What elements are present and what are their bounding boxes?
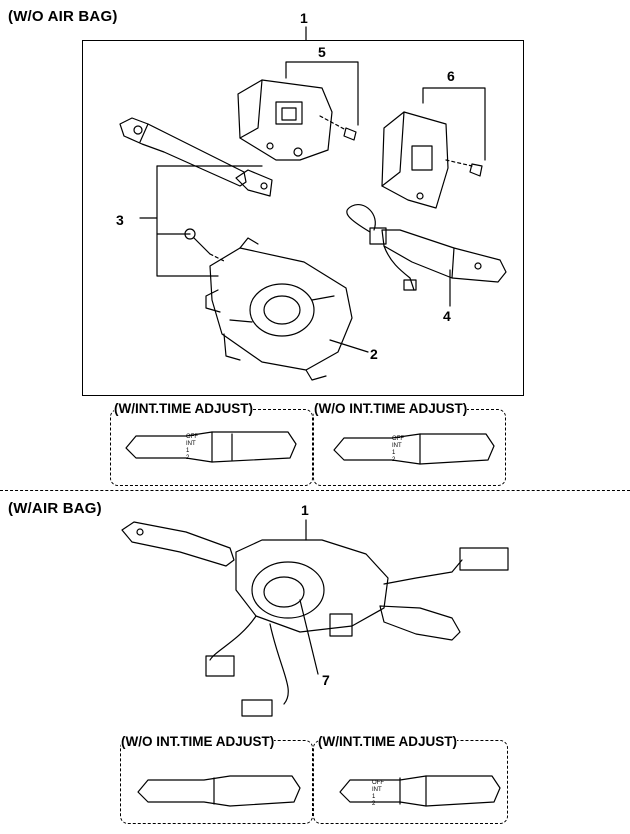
callout-5: 5 bbox=[318, 44, 326, 60]
mark-1: 1 bbox=[392, 450, 396, 456]
mark-off: OFF bbox=[372, 780, 384, 786]
combination-switch-body-part-2 bbox=[205, 237, 353, 381]
callout-2: 2 bbox=[370, 346, 378, 362]
mark-int: INT bbox=[392, 443, 402, 449]
bottom-variant-left-lever bbox=[137, 775, 301, 807]
mark-1: 1 bbox=[372, 794, 376, 800]
top-right-wiper-marks: OFF INT 1 2 bbox=[392, 436, 404, 464]
top-variant-right-lever bbox=[333, 433, 495, 465]
mark-2: 2 bbox=[372, 801, 376, 807]
mark-int: INT bbox=[186, 441, 196, 447]
light-switch-lever bbox=[119, 117, 273, 197]
mark-off: OFF bbox=[392, 436, 404, 442]
callout-6: 6 bbox=[447, 68, 455, 84]
combination-switch-with-airbag bbox=[121, 519, 509, 717]
callout-1-bottom: 1 bbox=[301, 502, 309, 518]
top-assembly-frame bbox=[82, 40, 524, 396]
bottom-variant-right-lever bbox=[339, 775, 501, 807]
top-variant-left-title: (W/INT.TIME ADJUST) bbox=[114, 401, 253, 416]
top-variant-left-lever bbox=[125, 431, 297, 463]
leader-lines-top bbox=[139, 26, 486, 353]
wiper-switch-lever-part-4 bbox=[346, 204, 507, 291]
mark-2: 2 bbox=[392, 457, 396, 463]
callout-1-top: 1 bbox=[300, 10, 308, 26]
section-title-with-airbag: (W/AIR BAG) bbox=[8, 500, 102, 517]
bottom-variant-left-title: (W/O INT.TIME ADJUST) bbox=[121, 734, 275, 749]
mark-1: 1 bbox=[186, 448, 190, 454]
mark-2: 2 bbox=[186, 455, 190, 461]
screw-part-3 bbox=[184, 228, 227, 263]
callout-7: 7 bbox=[322, 672, 330, 688]
section-divider bbox=[0, 490, 630, 491]
top-variant-right-title: (W/O INT.TIME ADJUST) bbox=[314, 401, 468, 416]
switch-housing-part-5 bbox=[237, 79, 357, 161]
callout-4: 4 bbox=[443, 308, 451, 324]
bottom-variant-right-title: (W/INT.TIME ADJUST) bbox=[318, 734, 457, 749]
mark-off: OFF bbox=[186, 434, 198, 440]
section-title-without-airbag: (W/O AIR BAG) bbox=[8, 8, 118, 25]
bottom-right-wiper-marks: OFF INT 1 2 bbox=[372, 780, 384, 808]
mark-int: INT bbox=[372, 787, 382, 793]
callout-3: 3 bbox=[116, 212, 124, 228]
switch-housing-part-6 bbox=[381, 111, 483, 209]
top-left-wiper-marks: OFF INT 1 2 bbox=[186, 434, 198, 462]
